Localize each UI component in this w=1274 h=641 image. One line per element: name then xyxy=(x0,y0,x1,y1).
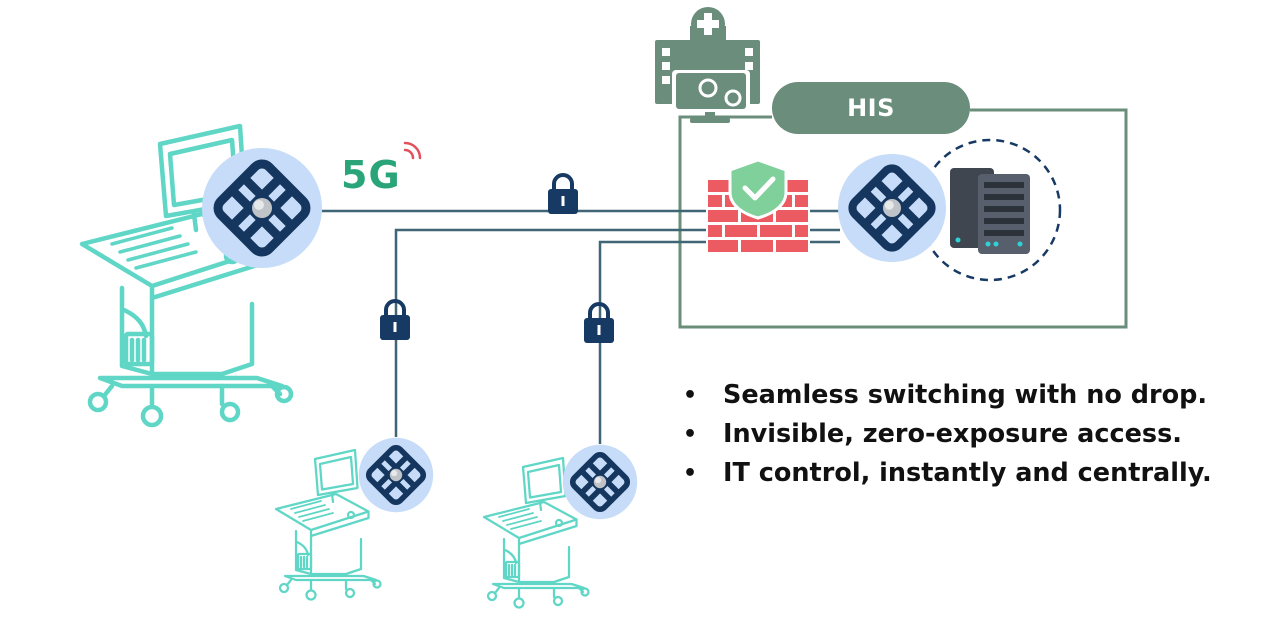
lock-icon xyxy=(546,173,580,216)
5g-label: 5G xyxy=(341,153,401,197)
his-boundary xyxy=(678,108,1128,329)
shield-check-icon xyxy=(728,158,788,220)
hospital-icon xyxy=(655,7,760,123)
server-boundary xyxy=(918,138,1062,282)
benefits-list: Seamless switching with no drop. Invisib… xyxy=(680,376,1212,493)
benefit-item: IT control, instantly and centrally. xyxy=(680,454,1212,493)
link-device-2 xyxy=(394,228,840,437)
network-node-server xyxy=(838,154,946,262)
his-label: HIS xyxy=(847,94,895,122)
server-rack-icon xyxy=(950,168,1030,254)
network-node-main xyxy=(202,148,322,268)
benefit-item: Seamless switching with no drop. xyxy=(680,376,1212,415)
benefit-item: Invisible, zero-exposure access. xyxy=(680,415,1212,454)
his-badge xyxy=(772,82,970,134)
wifi-signal-icon xyxy=(403,141,422,160)
network-node-2 xyxy=(359,438,433,512)
network-node-3 xyxy=(563,445,637,519)
